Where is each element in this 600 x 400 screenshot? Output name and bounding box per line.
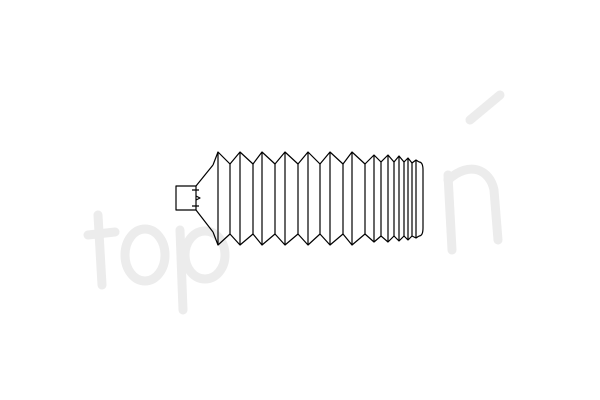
convolution-ridges — [217, 152, 409, 245]
bellows-body — [175, 151, 424, 246]
nozzle-end — [175, 185, 182, 211]
watermark-logo — [83, 90, 505, 315]
collar-end — [411, 160, 424, 238]
